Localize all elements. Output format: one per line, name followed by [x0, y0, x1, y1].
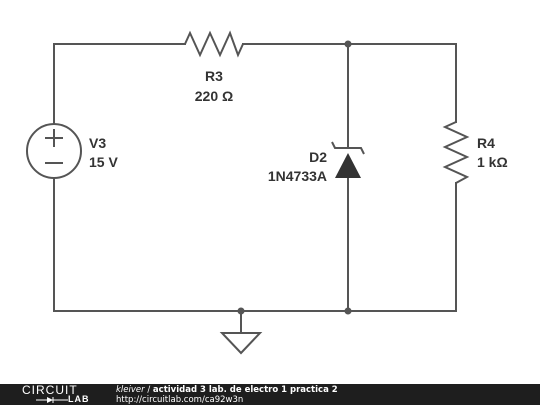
r3-name-label: R3 — [205, 68, 223, 84]
junction-dot — [344, 40, 352, 48]
credit-separator: / — [147, 385, 151, 395]
circuit-title-link[interactable]: actividad 3 lab. de electro 1 practica 2 — [152, 385, 338, 395]
zener-triangle — [335, 153, 361, 178]
circuit-schematic: V3 15 V R3 220 Ω D2 1N4733A R4 1 kΩ — [26, 30, 508, 355]
d2-name-label: D2 — [309, 149, 327, 165]
logo-diode-icon — [36, 397, 68, 403]
author-link[interactable]: kleiver — [116, 385, 145, 395]
junction-dot — [237, 307, 245, 315]
circuit-url-link[interactable]: http://circuitlab.com/ca92w3n — [116, 395, 244, 405]
voltage-source-v3[interactable] — [26, 123, 82, 179]
wires — [53, 43, 457, 334]
r4-name-label: R4 — [477, 135, 495, 151]
voltage-source-body — [26, 123, 82, 179]
v3-name-label: V3 — [89, 135, 106, 151]
r4-value-label: 1 kΩ — [477, 154, 508, 170]
credit-line-2: http://circuitlab.com/ca92w3n — [116, 395, 338, 405]
logo-text-top: CIRCUIT — [22, 383, 78, 397]
v3-value-label: 15 V — [89, 154, 118, 170]
circuitlab-logo: CIRCUIT LAB — [22, 383, 102, 405]
resistor-r4[interactable] — [442, 121, 470, 184]
r3-value-label: 220 Ω — [195, 88, 233, 104]
credit-line-1: kleiver / actividad 3 lab. de electro 1 … — [116, 385, 338, 395]
wire-top-left — [53, 43, 186, 125]
d2-value-label: 1N4733A — [268, 168, 327, 184]
footer-bar: CIRCUIT LAB kleiver / actividad 3 lab. d… — [0, 383, 540, 405]
ground-symbol — [219, 332, 263, 355]
zener-diode-d2[interactable] — [331, 141, 365, 178]
resistor-r3[interactable] — [184, 30, 244, 58]
logo-text-bottom: LAB — [68, 394, 90, 404]
junction-dot — [344, 307, 352, 315]
zener-cathode-bar — [331, 141, 365, 155]
credit-text: kleiver / actividad 3 lab. de electro 1 … — [116, 385, 338, 405]
